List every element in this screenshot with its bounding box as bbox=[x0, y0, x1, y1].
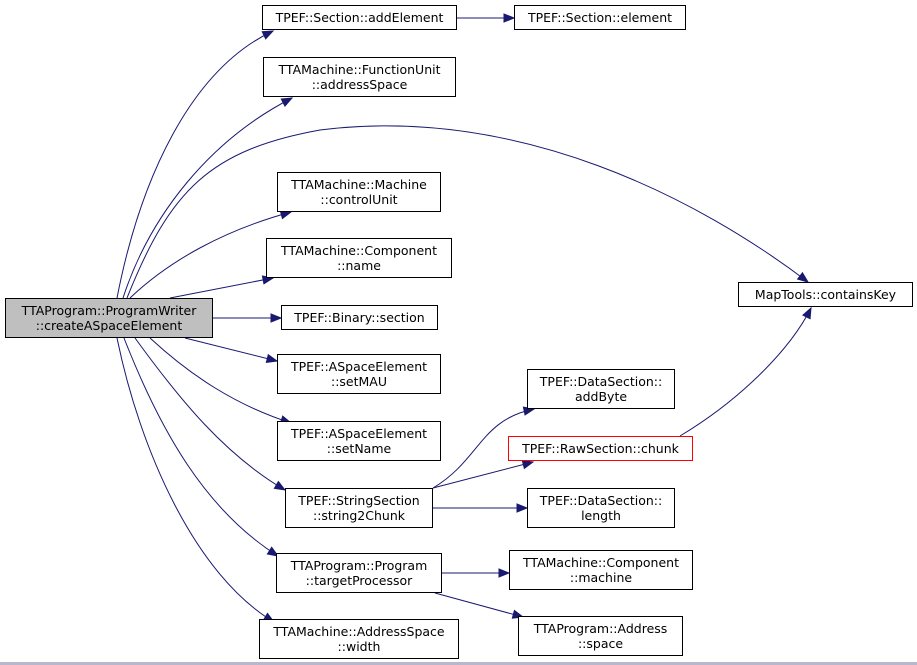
edge-root-to-addElement bbox=[116, 30, 274, 299]
edge-root-to-containsKey bbox=[126, 125, 809, 299]
node-label-line: ::width bbox=[337, 639, 381, 654]
node-label-line: TTAMachine::AddressSpace bbox=[273, 624, 445, 639]
edge-root-to-string2Chunk bbox=[134, 337, 286, 491]
node-binarySection[interactable]: TPEF::Binary::section bbox=[281, 305, 438, 330]
node-label-line: TPEF::Section::addElement bbox=[275, 10, 444, 25]
node-controlUnit[interactable]: TTAMachine::Machine::controlUnit bbox=[277, 172, 441, 212]
arrowhead bbox=[498, 568, 511, 578]
arrowhead bbox=[266, 546, 280, 557]
arrowhead bbox=[802, 306, 812, 320]
arrowhead bbox=[270, 313, 283, 323]
edge-root-to-asWidth bbox=[116, 337, 275, 623]
node-label-line: TPEF::DataSection:: bbox=[539, 493, 663, 508]
arrowhead bbox=[516, 503, 529, 513]
arrowhead bbox=[280, 97, 294, 108]
node-label-line: ::createASpaceElement bbox=[35, 318, 183, 333]
arrowhead bbox=[521, 460, 535, 470]
edge-root-to-setName bbox=[149, 337, 292, 424]
arrowhead bbox=[796, 271, 810, 283]
edge-string2Chunk-to-addByte bbox=[432, 408, 535, 489]
node-label-line: MapTools::containsKey bbox=[754, 287, 897, 302]
node-root: TTAProgram::ProgramWriter::createASpaceE… bbox=[5, 298, 213, 338]
node-label-line: ::addressSpace bbox=[311, 77, 408, 92]
node-element[interactable]: TPEF::Section::element bbox=[514, 5, 686, 30]
edge-root-to-componentName bbox=[169, 277, 274, 299]
arrowhead bbox=[261, 30, 275, 40]
node-addElement[interactable]: TPEF::Section::addElement bbox=[262, 5, 457, 30]
node-label-line: ::targetProcessor bbox=[305, 573, 413, 588]
node-label-line: TTAMachine::Component bbox=[523, 555, 679, 570]
node-asWidth[interactable]: TTAMachine::AddressSpace::width bbox=[259, 619, 459, 659]
node-componentName[interactable]: TTAMachine::Component::name bbox=[266, 238, 452, 278]
node-label-line: TTAProgram::ProgramWriter bbox=[21, 303, 197, 318]
edge-root-to-controlUnit bbox=[129, 211, 292, 299]
edge-root-to-targetProcessor bbox=[123, 337, 279, 557]
node-chunk[interactable]: TPEF::RawSection::chunk bbox=[508, 436, 693, 461]
node-label-line: TTAMachine::Machine bbox=[291, 177, 427, 192]
edge-root-to-setMAU bbox=[184, 337, 278, 362]
node-containsKey[interactable]: MapTools::containsKey bbox=[738, 282, 913, 307]
node-componentMachine[interactable]: TTAMachine::Component::machine bbox=[509, 550, 693, 590]
node-label-line: ::setName bbox=[326, 441, 392, 456]
edge-string2Chunk-to-chunk bbox=[432, 461, 534, 489]
node-addByte[interactable]: TPEF::DataSection::addByte bbox=[527, 369, 675, 409]
edge-root-to-addressSpaceFU bbox=[122, 97, 293, 299]
node-label-line: addByte bbox=[574, 389, 628, 404]
edge-targetProcessor-to-addressSpace bbox=[434, 592, 524, 618]
arrowhead bbox=[503, 13, 516, 23]
node-label-line: ::setMAU bbox=[330, 374, 387, 389]
node-label-line: TPEF::DataSection:: bbox=[539, 374, 663, 389]
node-label-line: TTAMachine::Component bbox=[281, 243, 437, 258]
arrowhead bbox=[265, 353, 279, 364]
node-label-line: length bbox=[581, 508, 621, 523]
arrowhead bbox=[273, 480, 287, 491]
node-label-line: ::string2Chunk bbox=[313, 508, 405, 523]
node-label-line: ::space bbox=[577, 636, 624, 651]
edge-chunk-to-containsKey bbox=[679, 307, 812, 437]
node-label-line: TTAProgram::Address bbox=[533, 621, 668, 636]
node-label-line: TPEF::Binary::section bbox=[294, 310, 425, 325]
node-addressSpace[interactable]: TTAProgram::Address::space bbox=[518, 616, 683, 656]
node-setName[interactable]: TPEF::ASpaceElement::setName bbox=[277, 421, 441, 461]
node-label-line: TPEF::RawSection::chunk bbox=[522, 441, 679, 456]
node-label-line: TPEF::StringSection bbox=[298, 493, 420, 508]
node-targetProcessor[interactable]: TTAProgram::Program::targetProcessor bbox=[276, 553, 442, 593]
node-label-line: TPEF::Section::element bbox=[527, 10, 673, 25]
node-label-line: TPEF::ASpaceElement bbox=[290, 359, 428, 374]
node-label-line: TTAMachine::FunctionUnit bbox=[278, 62, 441, 77]
bottom-border bbox=[0, 662, 917, 665]
node-addressSpaceFU[interactable]: TTAMachine::FunctionUnit::addressSpace bbox=[263, 57, 456, 97]
node-label-line: ::controlUnit bbox=[320, 192, 398, 207]
node-setMAU[interactable]: TPEF::ASpaceElement::setMAU bbox=[277, 354, 441, 394]
node-label-line: ::name bbox=[337, 258, 381, 273]
node-label-line: TPEF::ASpaceElement bbox=[290, 426, 428, 441]
node-label-line: TTAProgram::Program bbox=[290, 558, 428, 573]
node-string2Chunk[interactable]: TPEF::StringSection::string2Chunk bbox=[285, 488, 433, 528]
node-dsLength[interactable]: TPEF::DataSection::length bbox=[527, 488, 675, 528]
node-label-line: ::machine bbox=[569, 570, 633, 585]
